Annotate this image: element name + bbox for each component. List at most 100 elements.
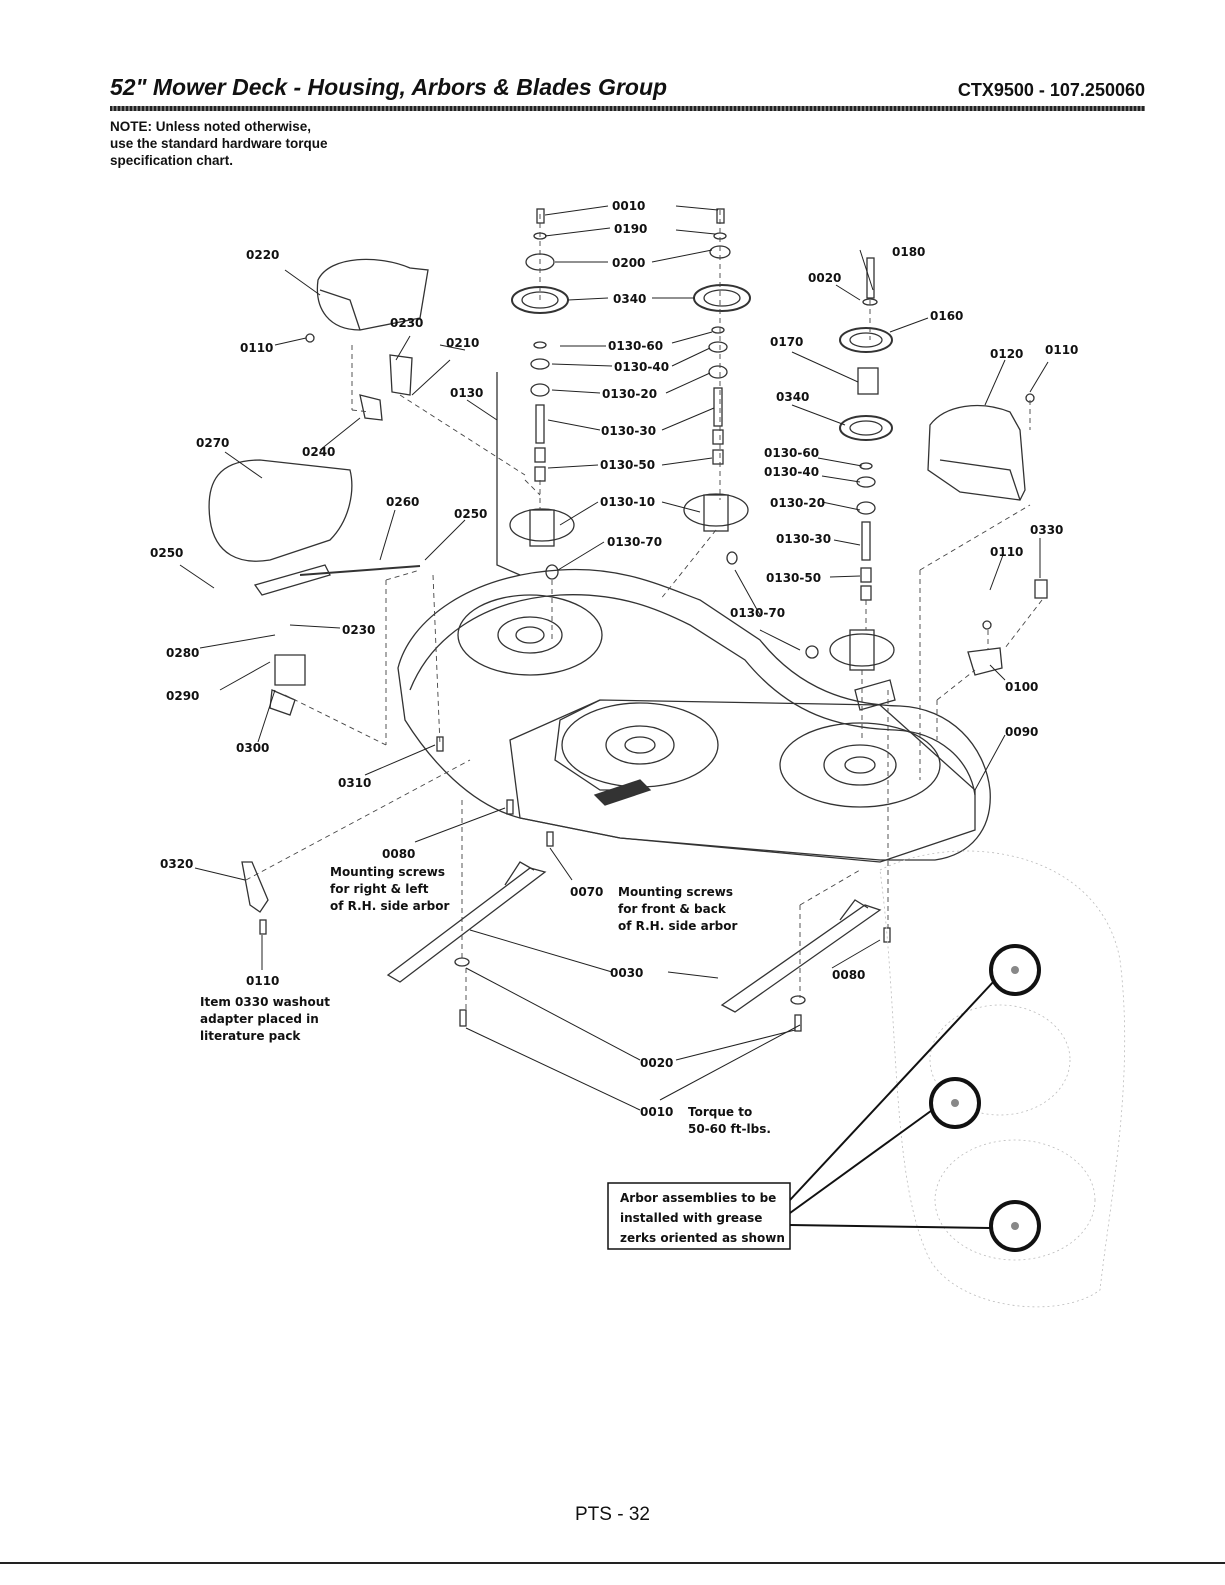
front-back-screws-line-2: for front & back bbox=[618, 902, 727, 916]
right-blade-well bbox=[779, 722, 941, 808]
callout-0130-60: 0130-60 bbox=[608, 339, 663, 353]
callout-0270: 0270 bbox=[196, 436, 229, 450]
washout-line-2: adapter placed in bbox=[200, 1012, 319, 1026]
callout-0170: 0170 bbox=[770, 335, 803, 349]
callout-0090: 0090 bbox=[1005, 725, 1038, 739]
annotation-texts: Mounting screws for right & left of R.H.… bbox=[200, 865, 785, 1245]
callout-0110: 0110 bbox=[240, 341, 273, 355]
callout-0160: 0160 bbox=[930, 309, 963, 323]
left-arbor-screws-line-1: Mounting screws bbox=[330, 865, 445, 879]
callout-labels: 0010 0190 0200 0340 0220 0110 0230 0210 … bbox=[150, 199, 1078, 1119]
deck-skirt bbox=[509, 699, 976, 863]
callout-0220: 0220 bbox=[246, 248, 279, 262]
callout-0130-30: 0130-30 bbox=[601, 424, 656, 438]
page-number: PTS - 32 bbox=[575, 1504, 650, 1525]
callout-0130-40: 0130-40 bbox=[614, 360, 669, 374]
arbor-note-line-2: installed with grease bbox=[620, 1211, 762, 1225]
callout-0250: 0250 bbox=[454, 507, 487, 521]
callout-0130-70: 0130-70 bbox=[607, 535, 662, 549]
callout-0130-70: 0130-70 bbox=[730, 606, 785, 620]
left-spindle-stack bbox=[496, 208, 575, 580]
callout-0300: 0300 bbox=[236, 741, 269, 755]
callout-0290: 0290 bbox=[166, 689, 199, 703]
callout-0130-20: 0130-20 bbox=[602, 387, 657, 401]
callout-0190: 0190 bbox=[614, 222, 647, 236]
callout-0210: 0210 bbox=[446, 336, 479, 350]
callout-0130-60: 0130-60 bbox=[764, 446, 819, 460]
chute-rod bbox=[299, 565, 421, 576]
leader-lines bbox=[179, 205, 1049, 1111]
callout-0110: 0110 bbox=[990, 545, 1023, 559]
front-back-screws-line-1: Mounting screws bbox=[618, 885, 733, 899]
header-rule bbox=[110, 106, 1145, 111]
torque-line-2: 50-60 ft-lbs. bbox=[688, 1122, 771, 1136]
deck-housing bbox=[397, 568, 991, 863]
callout-0310: 0310 bbox=[338, 776, 371, 790]
right-blade bbox=[720, 899, 882, 1013]
left-blade-well bbox=[457, 594, 603, 676]
deck-rear-bracket bbox=[854, 679, 896, 711]
callout-0130-50: 0130-50 bbox=[600, 458, 655, 472]
callout-0110: 0110 bbox=[246, 974, 279, 988]
deflector-shield bbox=[316, 258, 429, 331]
left-blade bbox=[386, 861, 547, 983]
left-arbor-screws-line-3: of R.H. side arbor bbox=[330, 899, 449, 913]
deck-bracket bbox=[593, 779, 652, 806]
grease-zerk-callouts bbox=[607, 944, 1041, 1252]
callout-0250: 0250 bbox=[150, 546, 183, 560]
callout-0180: 0180 bbox=[892, 245, 925, 259]
chute-brackets bbox=[269, 354, 413, 716]
torque-line-1: Torque to bbox=[688, 1105, 752, 1119]
callout-0200: 0200 bbox=[612, 256, 645, 270]
callout-0080: 0080 bbox=[832, 968, 865, 982]
chute-plate-0320 bbox=[241, 861, 269, 913]
note-line-2: use the standard hardware torque bbox=[110, 136, 328, 151]
footer-rule bbox=[0, 1562, 1225, 1564]
callout-0130: 0130 bbox=[450, 386, 483, 400]
callout-0130-50: 0130-50 bbox=[766, 571, 821, 585]
alignment-lines bbox=[245, 210, 1043, 1010]
callout-0110: 0110 bbox=[1045, 343, 1078, 357]
arbor-note-line-3: zerks oriented as shown bbox=[620, 1231, 785, 1245]
callout-0340: 0340 bbox=[776, 390, 809, 404]
page-header: 52" Mower Deck - Housing, Arbors & Blade… bbox=[110, 74, 1145, 108]
left-arbor-screws-line-2: for right & left bbox=[330, 882, 429, 896]
callout-0130-20: 0130-20 bbox=[770, 496, 825, 510]
callout-0010: 0010 bbox=[612, 199, 645, 213]
callout-0130-30: 0130-30 bbox=[776, 532, 831, 546]
belt-shield bbox=[927, 404, 1026, 501]
callout-0020: 0020 bbox=[808, 271, 841, 285]
center-spindle-seat bbox=[605, 725, 675, 765]
callout-0130-10: 0130-10 bbox=[600, 495, 655, 509]
right-spindle-seat bbox=[823, 744, 897, 786]
torque-note: NOTE: Unless noted otherwise, use the st… bbox=[110, 118, 410, 169]
discharge-chute bbox=[208, 459, 353, 596]
washout-line-3: literature pack bbox=[200, 1029, 301, 1043]
callout-0340: 0340 bbox=[613, 292, 646, 306]
front-back-screws-line-3: of R.H. side arbor bbox=[618, 919, 737, 933]
callout-0330: 0330 bbox=[1030, 523, 1063, 537]
callout-0120: 0120 bbox=[990, 347, 1023, 361]
callout-0230: 0230 bbox=[342, 623, 375, 637]
callout-0080: 0080 bbox=[382, 847, 415, 861]
model-number: CTX9500 - 107.250060 bbox=[957, 80, 1145, 100]
callout-0320: 0320 bbox=[160, 857, 193, 871]
callout-0030: 0030 bbox=[610, 966, 643, 980]
left-spindle-seat bbox=[497, 616, 563, 654]
callout-0240: 0240 bbox=[302, 445, 335, 459]
arbor-note-box bbox=[607, 1182, 791, 1250]
washout-line-1: Item 0330 washout bbox=[200, 995, 330, 1009]
arbor-note-line-1: Arbor assemblies to be bbox=[620, 1191, 776, 1205]
callout-0020: 0020 bbox=[640, 1056, 673, 1070]
callout-0260: 0260 bbox=[386, 495, 419, 509]
callout-0010: 0010 bbox=[640, 1105, 673, 1119]
note-line-3: specification chart. bbox=[110, 153, 234, 168]
callout-0100: 0100 bbox=[1005, 680, 1038, 694]
deck-inner-rim bbox=[409, 594, 976, 796]
callout-0280: 0280 bbox=[166, 646, 199, 660]
note-line-1: NOTE: Unless noted otherwise, bbox=[110, 119, 312, 134]
callout-0230: 0230 bbox=[390, 316, 423, 330]
callout-0130-40: 0130-40 bbox=[764, 465, 819, 479]
center-blade-well bbox=[561, 702, 719, 788]
